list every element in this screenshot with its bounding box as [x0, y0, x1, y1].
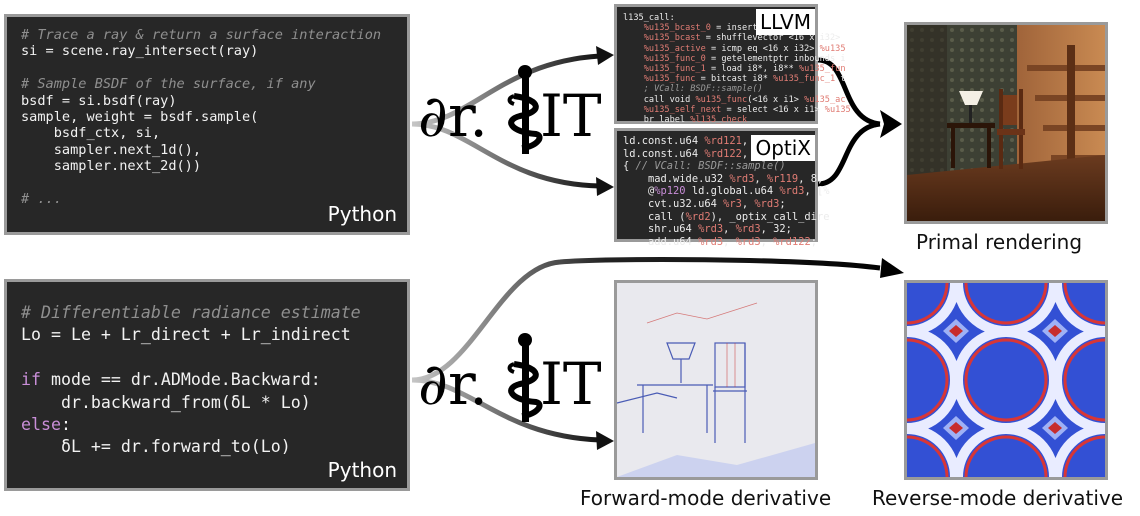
bottom-code-line: Lo = Le + Lr_direct + Lr_indirect	[21, 325, 351, 345]
caduceus-icon	[507, 65, 543, 154]
optix-ptx-line: mad.wide.u32 %rd3, %r119, 8,	[623, 172, 824, 185]
primal-rendering-image	[904, 22, 1108, 224]
optix-ptx-line: add.u64 %rd3, %rd3, %rd122;	[623, 235, 817, 248]
forward-derivative-image	[614, 280, 818, 480]
top-code-line: bsdf_ctx, si,	[21, 125, 161, 142]
optix-ptx-listing: ld.const.u64 %rd121, [ld.const.u64 %rd12…	[623, 135, 829, 248]
bottom-code-listing: # Differentiable radiance estimate Lo = L…	[21, 302, 361, 459]
caption-primal-rendering: Primal rendering	[916, 230, 1083, 254]
arrow-to-reverse	[411, 257, 881, 383]
bottom-code-line: dr.backward_from(δL * Lo)	[21, 392, 311, 412]
optix-ptx-line: call (%rd2), _optix_call_dire	[623, 210, 830, 223]
logo-prefix: ∂r.	[418, 350, 488, 418]
arrowhead-optix	[596, 177, 614, 196]
drjit-logo-top: ∂r. IT	[418, 65, 602, 154]
interior-scene	[907, 25, 1105, 221]
llvm-ir-line: %u135_self_next = select <16 x i1> %u135	[623, 104, 851, 115]
logo-prefix: ∂r.	[418, 82, 488, 150]
top-code-line: # ...	[21, 191, 62, 208]
logo-suffix: IT	[540, 82, 602, 150]
arrowhead-llvm	[596, 46, 614, 65]
reverse-derivative-image	[904, 280, 1108, 480]
llvm-ir-listing: l135_call: %u135_bcast_0 = insertel %u13…	[623, 13, 851, 125]
optix-ptx-line: shr.u64 %rd3, %rd3, 32;	[623, 223, 792, 236]
llvm-ir-line: ; VCall: BSDF::sample()	[623, 84, 763, 95]
top-code-line: sample, weight = bsdf.sample(	[21, 109, 259, 126]
optix-ptx-panel: ld.const.u64 %rd121, [ld.const.u64 %rd12…	[614, 128, 829, 248]
caption-forward-derivative: Forward-mode derivative	[580, 486, 832, 510]
llvm-ir-line: %u135_func_1 = load i8*, i8** %u135_fun	[623, 64, 846, 75]
arrowhead-reverse	[880, 258, 904, 278]
arrow-optix-to-render	[817, 121, 881, 187]
top-code-line: bsdf = si.bsdf(ray)	[21, 92, 177, 109]
caption-reverse-derivative: Reverse-mode derivative	[872, 486, 1124, 510]
arrow-to-llvm	[411, 53, 601, 127]
llvm-ir-line: %u135_func_0 = getelementptr inbounds i	[623, 53, 846, 64]
optix-ptx-line: cvt.u32.u64 %r3, %rd3;	[623, 197, 786, 210]
bottom-code-panel: # Differentiable radiance estimate Lo = L…	[4, 279, 410, 491]
optix-ptx-line: @%p120 ld.global.u64 %rd3, [%	[623, 185, 830, 198]
top-code-line	[21, 60, 381, 76]
bottom-code-line	[21, 347, 361, 369]
bottom-code-line: if mode == dr.ADMode.Backward:	[21, 370, 321, 390]
arrow-to-forward	[411, 377, 601, 443]
optix-badge: OptiX	[751, 135, 815, 161]
llvm-ir-line: %u135_bcast = shufflevector <16 x i32>	[623, 33, 841, 44]
llvm-ir-line: %u135_active = icmp eq <16 x i32> %u135	[623, 43, 846, 54]
top-code-listing: # Trace a ray & return a surface interac…	[21, 27, 381, 207]
top-code-line	[21, 175, 381, 191]
optix-ptx-line: ld.const.u64 %rd121, [	[623, 135, 761, 147]
arrowhead-render	[880, 110, 902, 138]
optix-ptx-line: { // VCall: BSDF::sample()	[623, 160, 786, 173]
bottom-code-line: # Differentiable radiance estimate	[21, 303, 361, 322]
top-code-line: si = scene.ray_intersect(ray)	[21, 43, 259, 60]
top-code-line: sampler.next_1d(),	[21, 141, 202, 158]
llvm-ir-panel: l135_call: %u135_bcast_0 = insertel %u13…	[614, 4, 851, 125]
arrow-llvm-to-render	[817, 57, 881, 127]
arrow-to-optix	[411, 121, 601, 189]
reverse-derivative-plot	[907, 283, 1105, 477]
llvm-ir-line: %u135_func = bitcast i8* %u135_func_1 t	[623, 74, 846, 85]
bottom-code-line: else:	[21, 415, 71, 435]
arrowhead-forward	[596, 431, 614, 450]
llvm-badge: LLVM	[755, 9, 815, 35]
bottom-language-label: Python	[327, 458, 397, 482]
logo-suffix: IT	[540, 350, 602, 418]
llvm-ir-line: br label %l135_check	[623, 115, 748, 126]
top-language-label: Python	[327, 202, 397, 226]
bottom-code-line: δL += dr.forward_to(Lo)	[21, 437, 291, 457]
llvm-ir-line: l135_call:	[623, 13, 675, 23]
llvm-ir-line: call void %u135_func(<16 x i1> %u135_ac	[623, 94, 846, 105]
caduceus-icon	[507, 333, 543, 422]
top-code-line: # Trace a ray & return a surface interac…	[21, 27, 382, 43]
top-code-line: # Sample BSDF of the surface, if any	[21, 76, 316, 93]
drjit-logo-bottom: ∂r. IT	[418, 333, 602, 422]
forward-derivative-plot	[616, 283, 815, 477]
top-code-line: sampler.next_2d())	[21, 158, 202, 175]
top-code-panel: # Trace a ray & return a surface interac…	[4, 14, 410, 235]
llvm-ir-line: %u135_bcast_0 = insertel	[623, 23, 768, 34]
